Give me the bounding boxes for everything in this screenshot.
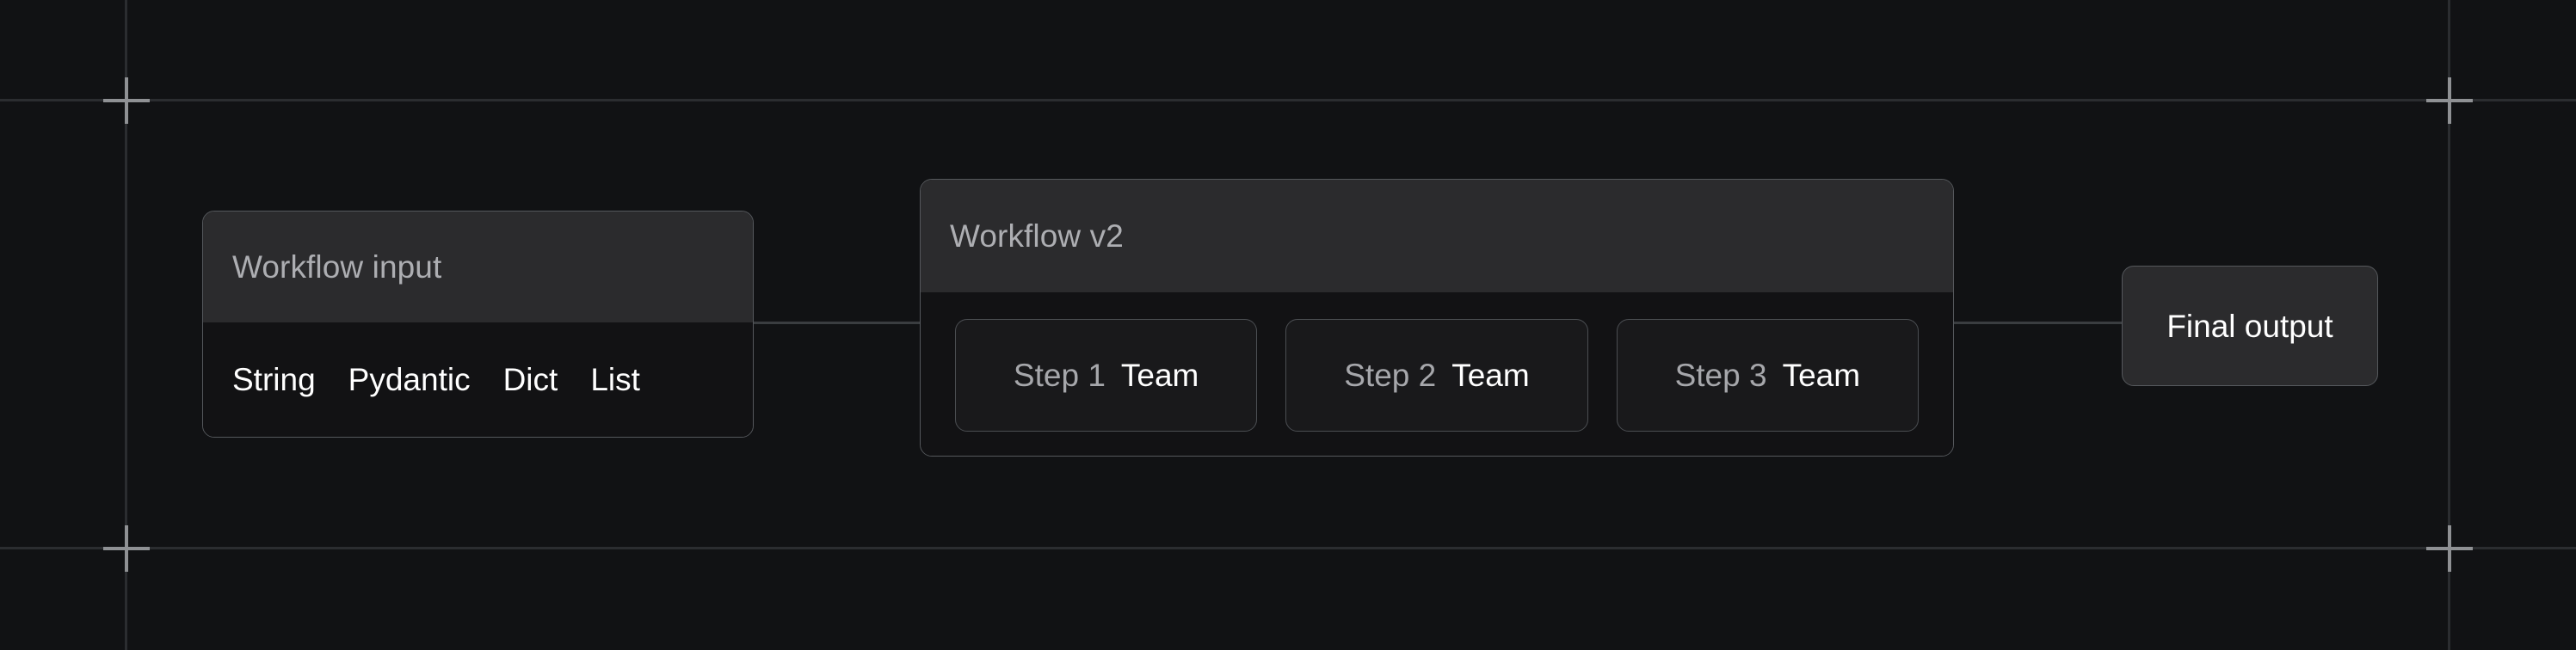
grid-line-horizontal-top <box>0 99 2576 101</box>
final-output-label: Final output <box>2166 308 2333 344</box>
step-2-label: Step 2 <box>1344 357 1437 393</box>
type-chip-dict[interactable]: Dict <box>502 362 558 397</box>
grid-line-horizontal-bottom <box>0 547 2576 549</box>
workflow-group-steps: Step 1 Team Step 2 Team Step 3 Team <box>921 292 1953 456</box>
step-3-agent: Team <box>1782 357 1861 393</box>
step-node-2[interactable]: Step 2 Team <box>1285 318 1588 432</box>
workflow-group-header[interactable]: Workflow v2 <box>921 180 1953 292</box>
grid-line-vertical-left <box>125 0 127 650</box>
type-chip-list[interactable]: List <box>590 362 640 397</box>
workflow-input-node[interactable]: Workflow input String Pydantic Dict List <box>202 211 754 438</box>
workflow-group-title: Workflow v2 <box>950 218 1124 254</box>
step-node-1[interactable]: Step 1 Team <box>955 318 1258 432</box>
grid-line-vertical-right <box>2448 0 2450 650</box>
final-output-node[interactable]: Final output <box>2122 266 2378 386</box>
workflow-input-title: Workflow input <box>232 249 442 285</box>
workflow-group-node[interactable]: Workflow v2 Step 1 Team Step 2 Team Step… <box>920 179 1954 457</box>
step-1-label: Step 1 <box>1013 357 1106 393</box>
edge-input-to-workflow <box>754 322 920 324</box>
step-node-3[interactable]: Step 3 Team <box>1616 318 1919 432</box>
workflow-input-types: String Pydantic Dict List <box>203 322 753 437</box>
step-1-agent: Team <box>1120 357 1199 393</box>
step-2-agent: Team <box>1451 357 1530 393</box>
type-chip-string[interactable]: String <box>232 362 316 397</box>
step-3-label: Step 3 <box>1674 357 1767 393</box>
edge-workflow-to-output <box>1954 322 2122 324</box>
type-chip-pydantic[interactable]: Pydantic <box>348 362 471 397</box>
workflow-input-header[interactable]: Workflow input <box>203 212 753 322</box>
